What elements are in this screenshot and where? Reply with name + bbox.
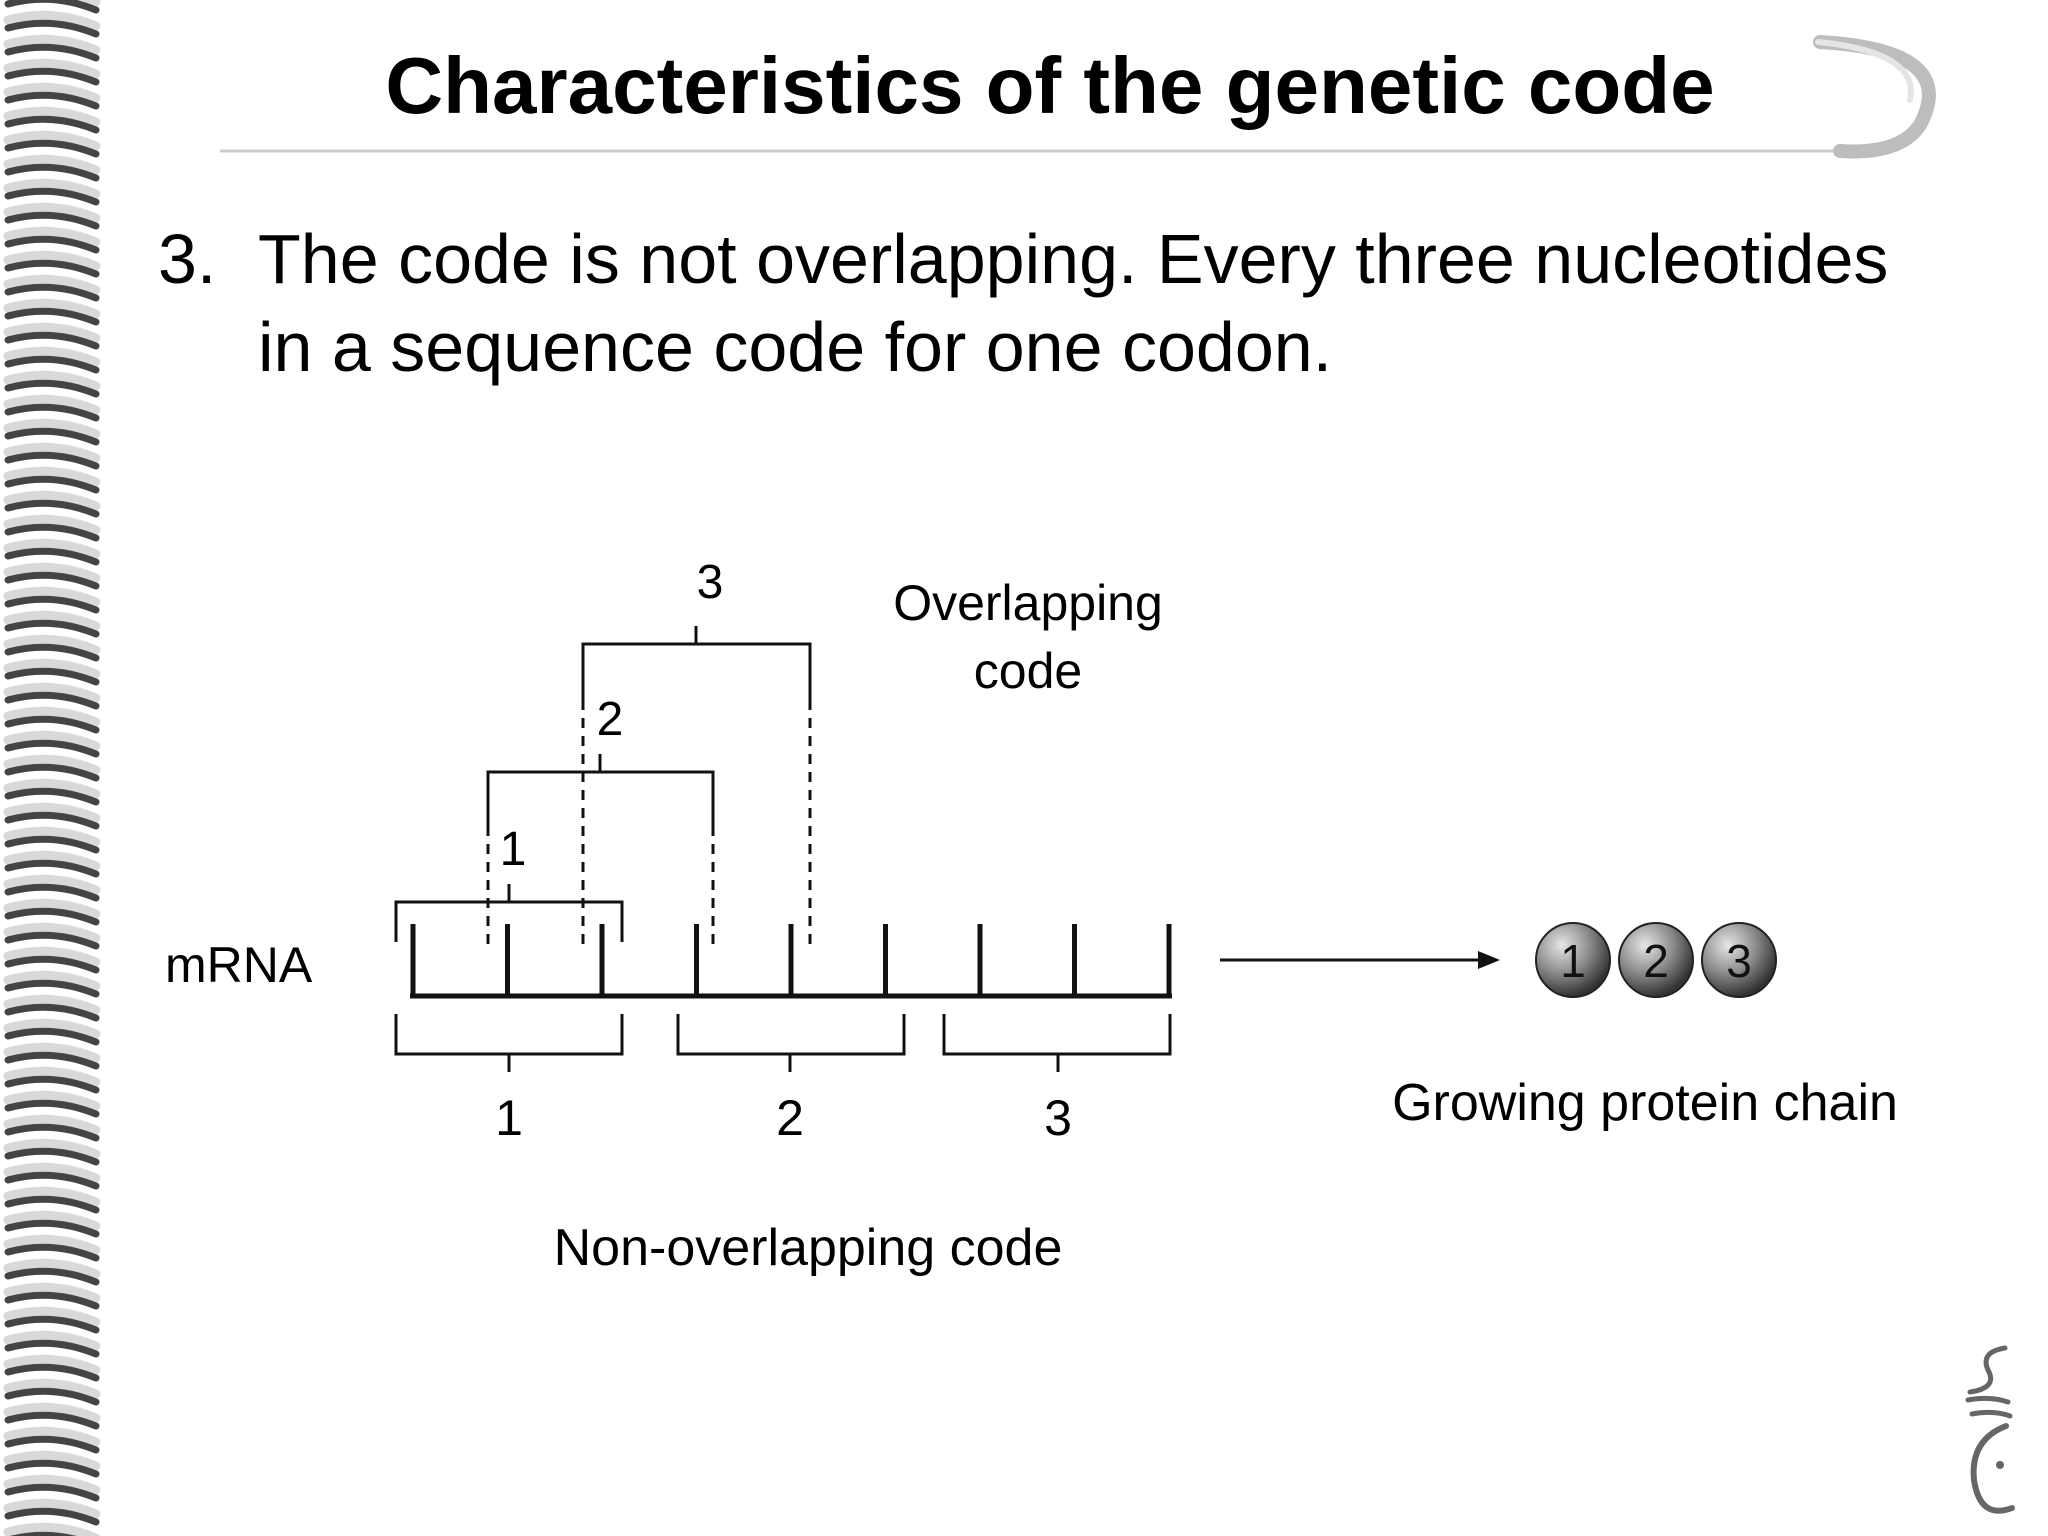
calligraphy-logo-icon <box>1965 1345 2015 1514</box>
bullet-number: 3. <box>158 220 217 298</box>
dna-helix-border-icon <box>3 0 101 1536</box>
amino-acid-bead-3 <box>1701 922 1777 998</box>
non-overlapping-label: Non-overlapping code <box>554 1219 1063 1277</box>
arrow-icon <box>1220 951 1500 969</box>
overlapping-brackets <box>394 626 812 942</box>
codon-label-2: 2 <box>776 1090 804 1146</box>
protein-chain-label: Growing protein chain <box>1392 1074 1898 1132</box>
overlap-bracket-2 <box>486 770 715 826</box>
overlap-frame-label-3: 3 <box>697 556 724 609</box>
bead-label-1: 1 <box>1560 935 1586 987</box>
codon-bracket-3 <box>942 1014 1172 1056</box>
overlap-bracket-3 <box>581 642 812 700</box>
mrna-strand <box>410 924 1172 999</box>
codon-label-1: 1 <box>495 1090 523 1146</box>
overlap-frame-label-1: 1 <box>500 823 527 876</box>
bead-label-2: 2 <box>1643 935 1669 987</box>
amino-acid-bead-2 <box>1618 922 1694 998</box>
overlapping-label-line2: code <box>974 643 1082 699</box>
codon-bracket-2 <box>676 1014 906 1056</box>
overlapping-dashed-guides <box>486 700 812 948</box>
amino-acid-bead-1 <box>1535 922 1611 998</box>
protein-chain: 1 2 3 <box>1535 922 1777 998</box>
bullet-point: 3. The code is not overlapping. Every th… <box>158 215 1918 391</box>
codon-label-3: 3 <box>1044 1090 1072 1146</box>
mrna-label: mRNA <box>165 937 313 993</box>
bullet-text: The code is not overlapping. Every three… <box>258 220 1889 386</box>
non-overlapping-brackets <box>394 1014 1172 1072</box>
title-swoosh-decoration <box>220 35 1936 159</box>
bead-label-3: 3 <box>1726 935 1752 987</box>
overlap-frame-label-2: 2 <box>597 693 624 746</box>
codon-bracket-1 <box>394 1014 624 1056</box>
codon-diagram: mRNA 1 2 3 Overlapping code 1 2 3 Non-o <box>165 556 1898 1277</box>
overlapping-label-line1: Overlapping <box>893 575 1163 631</box>
slide-title: Characteristics of the genetic code <box>385 41 1715 130</box>
